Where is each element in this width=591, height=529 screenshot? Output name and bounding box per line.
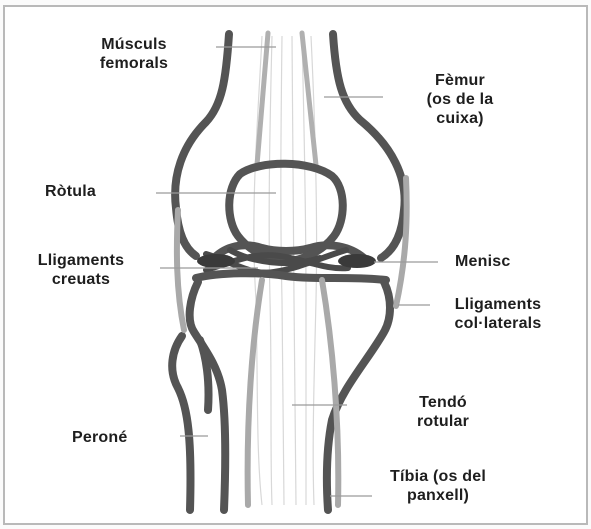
label-tibia: Tíbia (os del panxell) — [368, 467, 508, 505]
label-lligaments-collaterals: Lligaments col·laterals — [433, 295, 563, 333]
fibula-bone — [172, 336, 208, 510]
femoral-muscles — [257, 33, 316, 165]
tibia-bone — [190, 273, 390, 510]
label-perone: Peroné — [72, 428, 162, 447]
label-menisc: Menisc — [455, 252, 545, 271]
collateral-ligaments — [177, 178, 407, 505]
label-femur: Fèmur (os de la cuixa) — [410, 71, 510, 128]
femur-bone — [175, 34, 404, 258]
leader-lines — [156, 47, 438, 496]
label-rotula: Ròtula — [45, 182, 135, 201]
label-musculs-femorals: Músculs femorals — [84, 35, 184, 73]
label-tendo-rotular: Tendó rotular — [398, 393, 488, 431]
label-lligaments-creuats: Lligaments creuats — [17, 251, 145, 289]
